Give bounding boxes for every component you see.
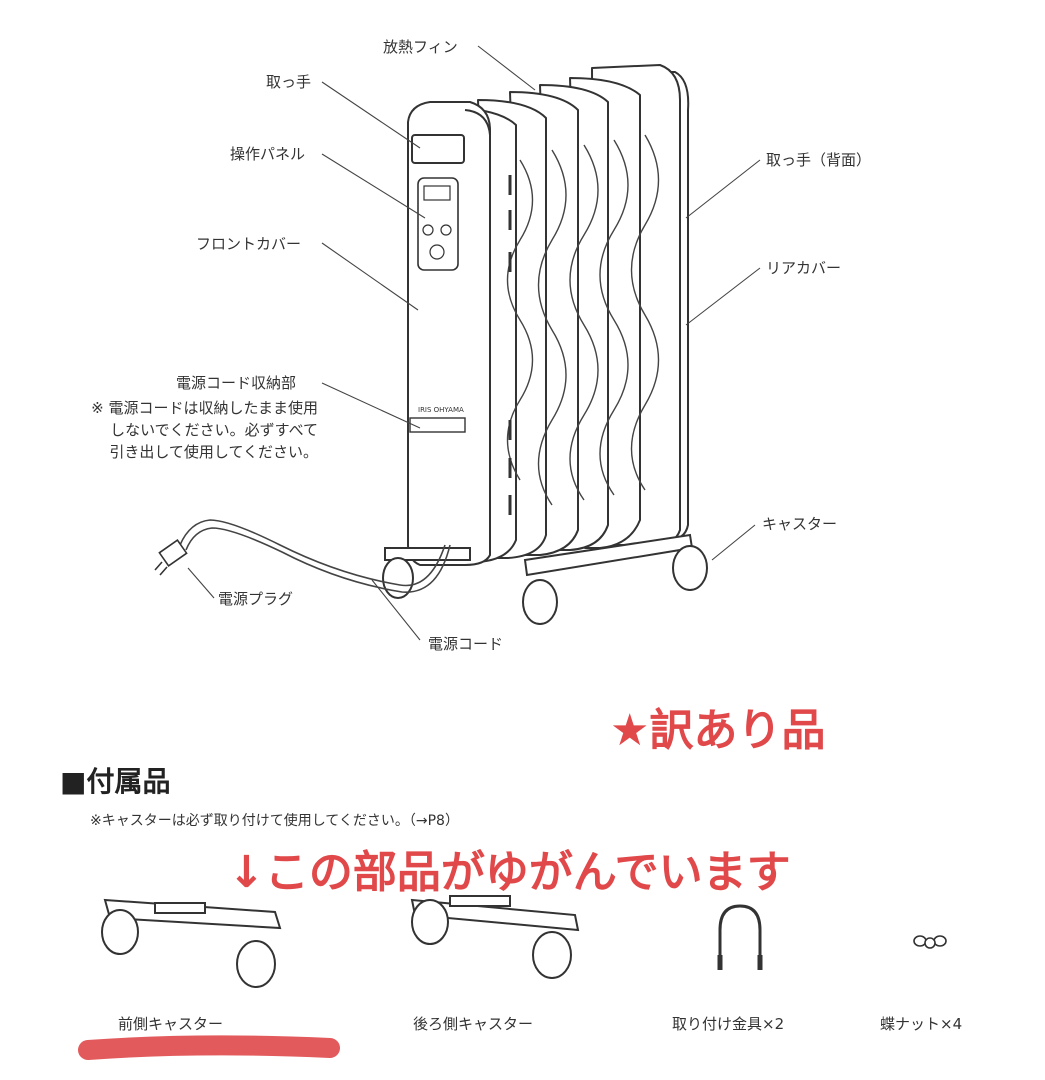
label-front-cover: フロントカバー <box>196 235 302 253</box>
label-control-panel: 操作パネル <box>230 145 306 163</box>
rear-caster-drawing <box>410 895 580 979</box>
accessory-bracket: 取り付け金具×2 <box>672 1015 785 1033</box>
bracket-drawing <box>718 904 762 968</box>
label-handle: 取っ手 <box>266 73 312 91</box>
wing-nut-drawing <box>913 935 947 949</box>
label-handle-rear: 取っ手（背面） <box>766 151 872 169</box>
accessory-rear-caster: 後ろ側キャスター <box>413 1015 534 1033</box>
label-plug: 電源プラグ <box>218 590 294 608</box>
cord-note-line-1: ※ 電源コードは収納したまま使用 <box>91 399 318 417</box>
accessories-note: ※キャスターは必ず取り付けて使用してください。（→P8） <box>90 813 459 829</box>
accessory-front-caster: 前側キャスター <box>118 1015 224 1033</box>
cord-note-line-2: しないでください。必ずすべて <box>110 420 318 439</box>
cord-storage-note: ※ 電源コードは収納したまま使用 しないでください。必ずすべて 引き出して使用し… <box>48 398 318 463</box>
label-caster: キャスター <box>762 515 838 533</box>
label-cord: 電源コード <box>428 635 504 653</box>
accessories-title: ■付属品 <box>60 765 171 798</box>
defect-badge: ★訳あり品 <box>610 705 826 756</box>
brand-logo: IRIS OHYAMA <box>418 406 464 414</box>
label-rear-cover: リアカバー <box>766 259 842 277</box>
label-fins: 放熱フィン <box>383 38 458 56</box>
defect-pointer-text: ↓この部品がゆがんでいます <box>228 847 791 898</box>
cord-note-line-3: 引き出して使用してください。 <box>109 442 318 461</box>
accessory-wing-nut: 蝶ナット×4 <box>880 1015 963 1033</box>
front-caster-drawing <box>101 898 282 988</box>
label-cord-storage: 電源コード収納部 <box>176 374 297 392</box>
